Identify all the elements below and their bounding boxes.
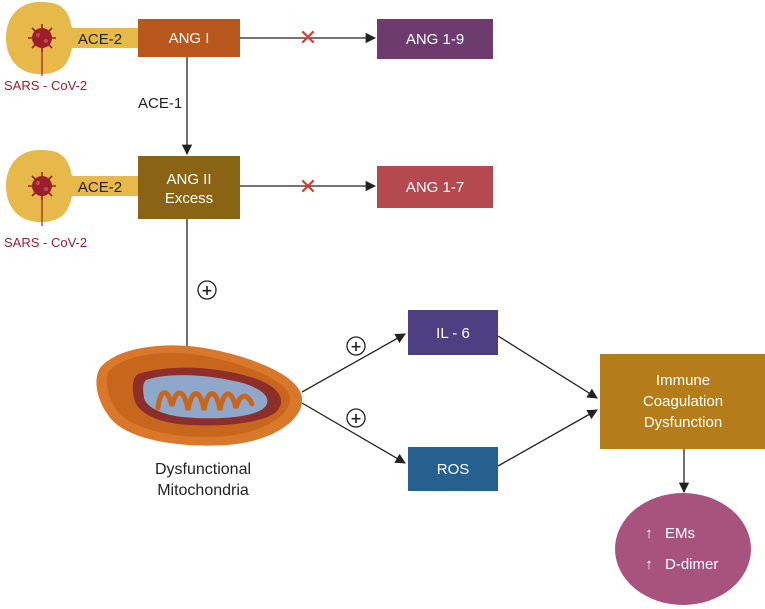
ace2-receptor-mid: ACE-2 xyxy=(6,150,138,222)
ems-ellipse: ↑ EMs ↑ D-dimer xyxy=(615,493,751,605)
ang17-box: ANG 1-7 xyxy=(377,166,493,208)
arrow-mito-to-ros xyxy=(301,402,406,464)
ang19-box: ANG 1-9 xyxy=(377,19,493,59)
svg-text:ACE-2: ACE-2 xyxy=(78,179,122,196)
svg-text:ANG I: ANG I xyxy=(169,30,210,47)
plus-icon: + xyxy=(346,408,366,428)
arrow-ros-to-immune xyxy=(497,409,598,467)
ang2-box: ANG II Excess xyxy=(138,156,240,219)
svg-text:IL - 6: IL - 6 xyxy=(436,325,470,342)
virus-label-mid: SARS - CoV-2 xyxy=(4,235,87,250)
svg-text:D-dimer: D-dimer xyxy=(665,556,718,573)
plus-icon: + xyxy=(197,280,217,300)
ros-box: ROS xyxy=(408,447,498,491)
svg-text:Immune: Immune xyxy=(656,372,710,389)
plus-icon: + xyxy=(346,336,366,356)
ace1-label: ACE-1 xyxy=(138,95,182,112)
virus-icon xyxy=(28,172,56,226)
svg-text:EMs: EMs xyxy=(665,525,695,542)
mito-label-line1: Dysfunctional xyxy=(155,461,251,478)
svg-text:ROS: ROS xyxy=(437,461,470,478)
arrow-mito-to-il6 xyxy=(301,333,406,393)
svg-text:+: + xyxy=(350,411,362,427)
svg-text:Coagulation: Coagulation xyxy=(643,393,723,410)
il6-box: IL - 6 xyxy=(408,310,498,355)
arrow-il6-to-immune xyxy=(497,335,598,399)
up-arrow-icon: ↑ xyxy=(645,525,653,542)
svg-text:ANG II: ANG II xyxy=(166,171,211,188)
virus-label-top: SARS - CoV-2 xyxy=(4,78,87,93)
ace2-receptor-top: ACE-2 xyxy=(6,2,138,74)
svg-text:+: + xyxy=(201,283,213,299)
svg-text:ACE-2: ACE-2 xyxy=(78,31,122,48)
svg-text:Dysfunction: Dysfunction xyxy=(644,414,722,431)
inhibit-icon: ✕ xyxy=(299,26,317,51)
virus-icon xyxy=(28,24,56,76)
svg-text:Excess: Excess xyxy=(165,190,213,207)
mitochondria-icon xyxy=(96,345,303,446)
mito-label-line2: Mitochondria xyxy=(157,482,249,499)
inhibit-icon: ✕ xyxy=(299,175,317,200)
up-arrow-icon: ↑ xyxy=(645,556,653,573)
svg-text:+: + xyxy=(350,339,362,355)
immune-box: Immune Coagulation Dysfunction xyxy=(600,354,765,449)
svg-text:ANG 1-9: ANG 1-9 xyxy=(406,31,464,48)
svg-text:ANG 1-7: ANG 1-7 xyxy=(406,179,464,196)
ang1-box: ANG I xyxy=(138,19,240,57)
